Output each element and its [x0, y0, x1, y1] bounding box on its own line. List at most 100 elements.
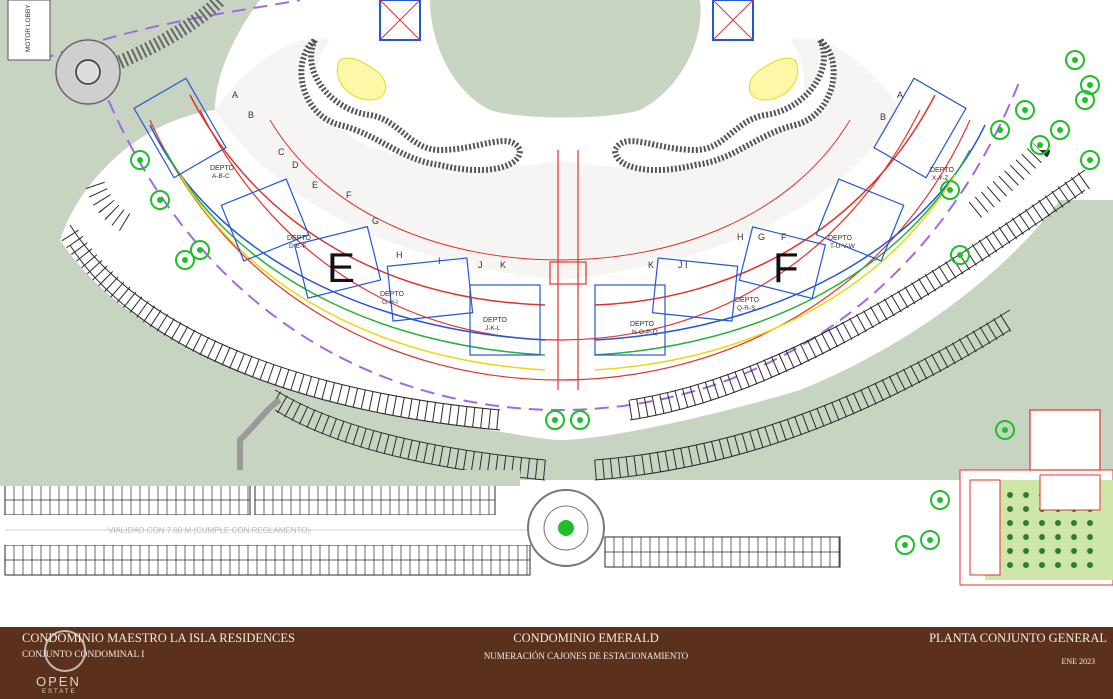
- planter: [1087, 548, 1093, 554]
- wing-right-red: [594, 94, 936, 306]
- planter: [1039, 520, 1045, 526]
- parking-arc-right-outer-edge2: [629, 189, 1086, 421]
- title-block: CONDOMINIO MAESTRO LA ISLA RESIDENCES CO…: [0, 627, 1113, 699]
- tree-trunk-icon: [902, 542, 908, 548]
- arc-red-outer: [149, 119, 971, 381]
- wing-left-green: [164, 149, 546, 356]
- planter: [1071, 548, 1077, 554]
- unit-letter-left: F: [346, 190, 352, 200]
- watermark-text: OPEN: [36, 674, 81, 689]
- planter: [1087, 562, 1093, 568]
- depto-label-units: Q-R-S: [737, 305, 756, 312]
- planter: [1039, 534, 1045, 540]
- planter: [1007, 506, 1013, 512]
- unit-letter-right: A: [897, 90, 903, 100]
- central-lawn: [430, 0, 701, 118]
- wing-right-green: [594, 149, 971, 356]
- unit-letter-right: H: [737, 232, 744, 242]
- planter: [1007, 520, 1013, 526]
- depto-label-units: J-K-L: [485, 325, 501, 332]
- tree-icon: [940, 180, 960, 200]
- trees: [130, 50, 1100, 555]
- courtyard-plaza: [215, 38, 900, 280]
- arc-purple-top: [39, 0, 301, 61]
- arc-red-court: [269, 119, 851, 261]
- planter: [1087, 520, 1093, 526]
- planter: [1007, 548, 1013, 554]
- condominium-title: CONDOMINIO EMERALD: [513, 631, 659, 645]
- unit-letter-left: J: [478, 260, 483, 270]
- building-label-f: F: [773, 244, 799, 291]
- tree-icon: [175, 250, 195, 270]
- watermark-logo-icon: [44, 630, 86, 672]
- unit-letter-right: B: [880, 112, 886, 122]
- unit-letter-left: D: [292, 160, 299, 170]
- planter: [1023, 492, 1029, 498]
- pavilion-left: [379, 0, 421, 41]
- tree-icon: [930, 490, 950, 510]
- tree-icon: [190, 240, 210, 260]
- pool-right: [611, 37, 837, 173]
- amenity-area: [959, 409, 1113, 586]
- central-axis: [549, 150, 587, 390]
- parking-arc-right-inner-edge2: [594, 329, 1011, 481]
- wing-left-yellow: [179, 174, 546, 371]
- building-wing-right: [594, 94, 986, 371]
- unit-letter-left: E: [312, 180, 318, 190]
- roundabout-south: [527, 489, 605, 567]
- depto-label-units: N-O-P-Q: [632, 329, 658, 336]
- tree-icon: [895, 535, 915, 555]
- tree-trunk-icon: [552, 417, 558, 423]
- motor-lobby: MOTOR LOBBY: [7, 0, 51, 61]
- depto-label: DEPTO: [380, 291, 405, 298]
- parking-straight-rows: [4, 484, 841, 576]
- tree-trunk-icon: [157, 197, 163, 203]
- planter: [1055, 548, 1061, 554]
- planter: [1071, 534, 1077, 540]
- depto-label-units: T-U-V-W: [830, 243, 856, 250]
- depto-label: DEPTO: [735, 297, 760, 304]
- wing-right-yellow: [594, 174, 956, 371]
- unit-letter-left: G: [372, 216, 379, 226]
- planter: [1039, 562, 1045, 568]
- sheet-description: NUMERACIÓN CAJONES DE ESTACIONAMIENTO: [483, 651, 689, 661]
- parking-arc-right-outer: [628, 171, 1091, 420]
- parking-arc-left-outer-edge2: [69, 244, 501, 431]
- parking-arc-right-inner-edge: [594, 309, 1011, 461]
- stall-lines: [4, 485, 840, 575]
- roundabout-north: [55, 0, 225, 105]
- unit-letter-left: I: [438, 256, 441, 266]
- sheet-title: PLANTA CONJUNTO GENERAL: [929, 631, 1107, 645]
- planter: [1071, 520, 1077, 526]
- planter: [1023, 534, 1029, 540]
- tree-icon: [1015, 100, 1035, 120]
- depto-label: DEPTO: [483, 317, 508, 324]
- tree-trunk-icon: [1022, 107, 1028, 113]
- access-road: VIALIDAD CON 7.00 M (CUMPLE CON REGLAMEN…: [0, 397, 530, 545]
- planter: [1023, 548, 1029, 554]
- unit-letter-left: C: [278, 147, 285, 157]
- circulation-arcs: [39, 0, 1021, 412]
- planter: [1055, 562, 1061, 568]
- tree-trunk-icon: [137, 157, 143, 163]
- tree-icon: [130, 150, 150, 170]
- unit-cells-left: [133, 77, 541, 356]
- depto-label: DEPTO: [287, 235, 312, 242]
- wing-left-red: [189, 94, 546, 306]
- tree-trunk-icon: [947, 187, 953, 193]
- planter: [1087, 534, 1093, 540]
- road-gray-left: [237, 397, 282, 470]
- tree-icon: [990, 120, 1010, 140]
- tree-icon: [545, 410, 565, 430]
- tree-icon: [1080, 75, 1100, 95]
- pool-left: [298, 37, 524, 173]
- tree-trunk-icon: [182, 257, 188, 263]
- tree-trunk-icon: [997, 127, 1003, 133]
- tree-trunk-icon: [927, 537, 933, 543]
- unit-letter-left: B: [248, 110, 254, 120]
- tree-trunk-icon: [1087, 82, 1093, 88]
- depto-label: DEPTO: [930, 167, 955, 174]
- parking-curved: [61, 142, 1091, 481]
